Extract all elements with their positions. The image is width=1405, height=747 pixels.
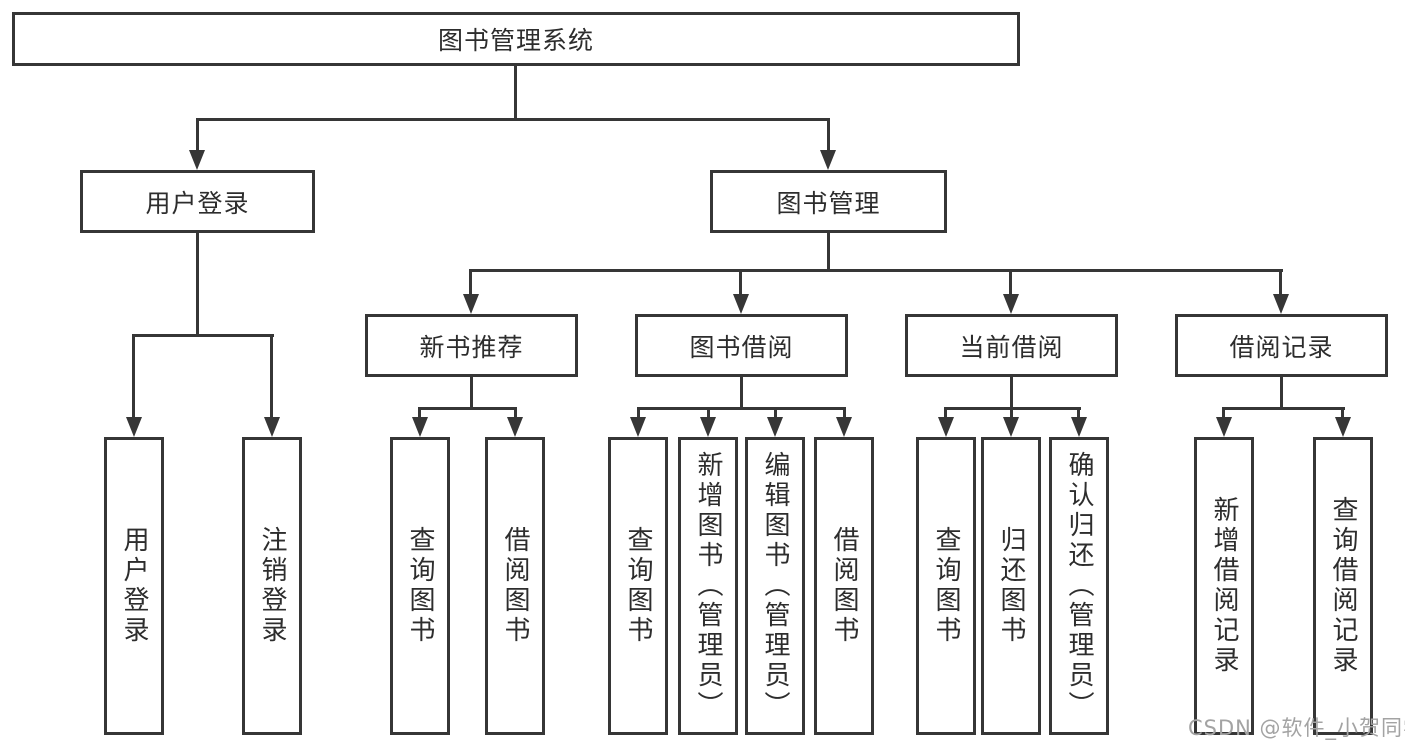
arrowhead-book-management — [820, 150, 836, 170]
leaf-query-books-3: 查询图书 — [916, 437, 976, 735]
leaf-user-login: 用户登录 — [104, 437, 164, 735]
connector-drop — [1341, 407, 1344, 419]
leaf-label: 新增图书（管理员） — [693, 451, 723, 721]
arrowhead-new-book — [463, 294, 479, 314]
arrowhead-confirm-return-admin — [1071, 417, 1087, 437]
connector-drop — [637, 407, 640, 419]
connector-drop — [1222, 407, 1225, 419]
leaf-label: 新增借阅记录 — [1209, 496, 1239, 676]
connector-book-management-stem — [827, 233, 830, 272]
leaf-query-books-1: 查询图书 — [390, 437, 450, 735]
node-user-login: 用户登录 — [80, 170, 315, 233]
leaf-label: 确认归还（管理员） — [1064, 451, 1094, 721]
arrowhead-query-books-2 — [630, 417, 646, 437]
node-label: 图书借阅 — [689, 332, 794, 362]
connector-drop-user-login — [196, 118, 199, 154]
node-label: 图书管理系统 — [437, 26, 594, 55]
leaf-label: 注销登录 — [257, 526, 287, 646]
leaf-edit-book-admin: 编辑图书（管理员） — [745, 437, 805, 735]
connector-drop — [514, 407, 517, 419]
node-label: 借阅记录 — [1229, 332, 1334, 362]
connector-drop-leaf-user-login — [132, 334, 135, 420]
connector-borrow-records-stem — [1280, 377, 1283, 410]
leaf-label: 借阅图书 — [500, 526, 530, 646]
leaf-label: 用户登录 — [119, 526, 149, 646]
leaf-label: 归还图书 — [996, 526, 1026, 646]
node-current-borrow: 当前借阅 — [905, 314, 1118, 377]
leaf-return-book: 归还图书 — [981, 437, 1041, 735]
connector-drop — [418, 407, 421, 419]
arrowhead-borrow-books-1 — [507, 417, 523, 437]
connector-drop — [1010, 407, 1013, 419]
connector-new-book-split — [418, 407, 517, 410]
leaf-label: 查询图书 — [623, 526, 653, 646]
arrowhead-query-books-1 — [412, 417, 428, 437]
connector-book-borrow-split — [637, 407, 846, 410]
connector-new-book-stem — [470, 377, 473, 410]
arrowhead-query-books-3 — [938, 417, 954, 437]
connector-book-borrow-stem — [740, 377, 743, 410]
leaf-add-book-admin: 新增图书（管理员） — [678, 437, 738, 735]
node-label: 新书推荐 — [419, 332, 524, 362]
leaf-confirm-return-admin: 确认归还（管理员） — [1049, 437, 1109, 735]
connector-drop — [1077, 407, 1080, 419]
connector-borrow-records-split — [1222, 407, 1345, 410]
leaf-borrow-books-1: 借阅图书 — [485, 437, 545, 735]
connector-drop — [707, 407, 710, 419]
connector-drop-leaf-logout — [270, 334, 273, 420]
connector-root-stem — [514, 66, 517, 120]
leaf-label: 查询图书 — [931, 526, 961, 646]
leaf-label: 查询借阅记录 — [1328, 496, 1358, 676]
arrowhead-add-book-admin — [700, 417, 716, 437]
leaf-label: 编辑图书（管理员） — [760, 451, 790, 721]
arrowhead-leaf-logout — [264, 417, 280, 437]
connector-current-borrow-stem — [1010, 377, 1013, 410]
arrowhead-borrow-records — [1273, 294, 1289, 314]
connector-drop-new-book — [469, 269, 472, 297]
connector-user-login-stem — [196, 233, 199, 337]
leaf-label: 查询图书 — [405, 526, 435, 646]
connector-root-split — [196, 118, 830, 121]
csdn-watermark: CSDN @软件_小贺同学 — [1188, 716, 1405, 740]
arrowhead-current-borrow — [1003, 294, 1019, 314]
node-borrow-records: 借阅记录 — [1175, 314, 1388, 377]
connector-user-login-split — [132, 334, 274, 337]
arrowhead-edit-book-admin — [767, 417, 783, 437]
leaf-add-borrow-record: 新增借阅记录 — [1194, 437, 1254, 735]
node-label: 当前借阅 — [959, 332, 1064, 362]
leaf-query-borrow-record: 查询借阅记录 — [1313, 437, 1373, 735]
leaf-borrow-books-2: 借阅图书 — [814, 437, 874, 735]
arrowhead-query-borrow-record — [1335, 417, 1351, 437]
arrowhead-return-book — [1003, 417, 1019, 437]
connector-drop-current-borrow — [1009, 269, 1012, 297]
node-label: 用户登录 — [145, 188, 250, 218]
arrowhead-borrow-books-2 — [836, 417, 852, 437]
connector-drop — [843, 407, 846, 419]
leaf-logout: 注销登录 — [242, 437, 302, 735]
leaf-query-books-2: 查询图书 — [608, 437, 668, 735]
arrowhead-book-borrow — [733, 294, 749, 314]
leaf-label: 借阅图书 — [829, 526, 859, 646]
connector-book-management-split — [469, 269, 1283, 272]
connector-drop — [944, 407, 947, 419]
arrowhead-user-login — [189, 150, 205, 170]
connector-drop-book-borrow — [739, 269, 742, 297]
arrowhead-leaf-user-login — [126, 417, 142, 437]
node-new-book-recommend: 新书推荐 — [365, 314, 578, 377]
arrowhead-add-borrow-record — [1216, 417, 1232, 437]
node-book-borrow: 图书借阅 — [635, 314, 848, 377]
node-label: 图书管理 — [776, 188, 881, 218]
connector-drop-book-management — [827, 118, 830, 154]
node-book-management: 图书管理 — [710, 170, 947, 233]
connector-drop — [774, 407, 777, 419]
node-library-management-system: 图书管理系统 — [12, 12, 1020, 66]
connector-drop-borrow-records — [1279, 269, 1282, 297]
